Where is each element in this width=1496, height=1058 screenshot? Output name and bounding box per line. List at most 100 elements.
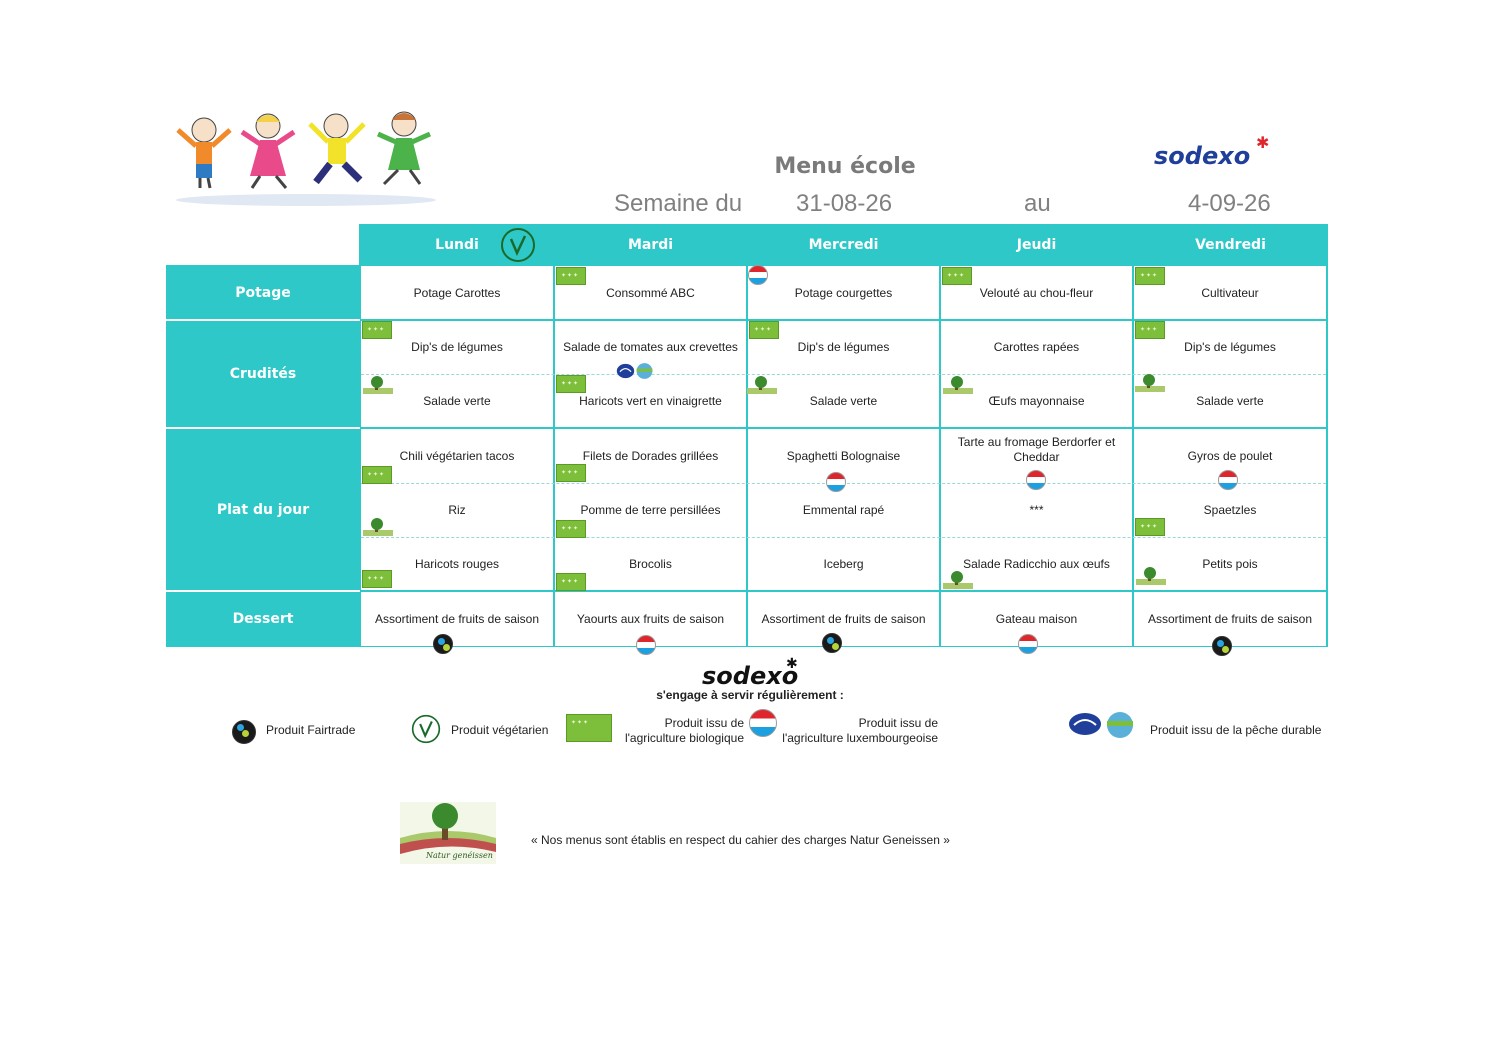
children-illustration <box>176 111 436 206</box>
menu-cell-crudites1-lundi: Dip's de légumes <box>361 321 553 374</box>
section-label: Dessert <box>232 611 294 627</box>
bio-icon <box>556 375 586 393</box>
luxembourg-icon <box>748 265 768 285</box>
bio-icon <box>362 570 392 588</box>
menu-cell-potage-lundi: Potage Carottes <box>361 267 553 319</box>
menu-cell-potage-mardi: Consommé ABC <box>555 267 746 319</box>
menu-cell-crudites2-mercredi: Salade verte <box>748 375 939 427</box>
week-start-date: 31-08-26 <box>796 190 893 217</box>
grid-line <box>361 264 1327 266</box>
fairtrade-icon <box>433 634 453 654</box>
menu-cell-crudites2-jeudi: Œufs mayonnaise <box>941 375 1132 427</box>
menu-cell-potage-mercredi: Potage courgettes <box>748 267 939 319</box>
fairtrade-icon <box>822 633 842 653</box>
bio-icon <box>362 466 392 484</box>
day-label: Mardi <box>627 236 674 253</box>
week-end-date: 4-09-26 <box>1188 190 1271 217</box>
svg-text:✱: ✱ <box>786 655 798 671</box>
luxembourg-icon <box>1218 470 1238 490</box>
menu-cell-crudites2-vendredi: Salade verte <box>1134 375 1326 427</box>
legend-luxembourg: Produit issu de l'agriculture luxembourg… <box>778 716 938 746</box>
menu-cell-crudites1-mardi: Salade de tomates aux crevettes <box>555 321 746 374</box>
sustainable-fishing-icon <box>1069 712 1133 738</box>
luxembourg-icon <box>1026 470 1046 490</box>
day-header-vendredi: Vendredi <box>1134 224 1327 265</box>
natur-geneissen-icon <box>363 518 393 536</box>
grid-line <box>553 224 555 647</box>
bio-icon <box>556 573 586 591</box>
menu-cell-dessert-vendredi: Assortiment de fruits de saison <box>1134 593 1326 646</box>
bio-icon <box>749 321 779 339</box>
svg-text:sodexo: sodexo <box>1154 142 1250 170</box>
grid-line <box>166 590 1327 592</box>
section-label: Potage <box>235 284 291 301</box>
legend-fairtrade: Produit Fairtrade <box>266 723 356 737</box>
section-divider <box>166 319 360 321</box>
menu-cell-plat2-mardi: Pomme de terre persillées <box>555 484 746 537</box>
sodexo-logo: sodexo ✱ <box>702 655 798 690</box>
page-title: Menu école <box>774 154 916 179</box>
natur-geneissen-icon <box>1135 374 1165 392</box>
fairtrade-icon <box>232 720 256 744</box>
bio-icon <box>556 464 586 482</box>
section-crudites: Crudités <box>166 321 360 427</box>
menu-cell-crudites1-jeudi: Carottes rapées <box>941 321 1132 374</box>
bio-icon <box>556 520 586 538</box>
luxembourg-icon <box>1018 634 1038 654</box>
menu-cell-plat2-lundi: Riz <box>361 484 553 537</box>
vegetarian-icon <box>411 714 441 744</box>
legend-sustainable-fishing: Produit issu de la pêche durable <box>1150 723 1322 737</box>
legend-bio: Produit issu de l'agriculture biologique <box>614 716 744 746</box>
svg-text:✱: ✱ <box>1256 135 1269 152</box>
menu-cell-crudites1-vendredi: Dip's de légumes <box>1134 321 1326 374</box>
grid-line <box>166 319 1327 321</box>
sustainable-fishing-icon <box>616 363 653 379</box>
menu-cell-plat3-mardi: Brocolis <box>555 538 746 590</box>
menu-cell-plat1-mercredi: Spaghetti Bolognaise <box>748 430 939 483</box>
menu-cell-plat2-mercredi: Emmental rapé <box>748 484 939 537</box>
natur-geneissen-icon <box>943 571 973 589</box>
legend-vegetarian: Produit végétarien <box>451 723 549 737</box>
grid-line <box>1132 224 1134 647</box>
day-header-mardi: Mardi <box>555 224 746 265</box>
svg-text:sodexo: sodexo <box>702 662 798 690</box>
grid-line <box>359 224 361 647</box>
menu-cell-plat1-vendredi: Gyros de poulet <box>1134 430 1326 483</box>
menu-cell-plat1-jeudi: Tarte au fromage Berdorfer et Cheddar <box>941 430 1132 470</box>
bio-icon <box>1135 267 1165 285</box>
day-header-jeudi: Jeudi <box>941 224 1132 265</box>
menu-cell-plat2-jeudi: *** <box>941 484 1132 537</box>
menu-cell-plat3-mercredi: Iceberg <box>748 538 939 590</box>
day-label: Lundi <box>435 236 479 253</box>
menu-cell-plat1-mardi: Filets de Dorades grillées <box>555 430 746 483</box>
menu-cell-dessert-mercredi: Assortiment de fruits de saison <box>748 593 939 646</box>
bio-icon <box>1135 321 1165 339</box>
natur-geneissen-logo: Natur genéissen <box>400 802 496 864</box>
svg-text:Natur genéissen: Natur genéissen <box>425 851 493 860</box>
menu-cell-plat2-vendredi: Spaetzles <box>1134 484 1326 537</box>
bio-icon <box>556 267 586 285</box>
natur-geneissen-icon <box>747 376 777 394</box>
sodexo-logo: sodexo ✱ <box>1154 135 1269 170</box>
grid-line <box>939 224 941 647</box>
legend-bio-line1: Produit issu de <box>664 716 744 730</box>
fairtrade-icon <box>1212 636 1232 656</box>
natur-geneissen-icon <box>363 376 393 394</box>
section-divider <box>166 590 360 592</box>
bio-icon <box>942 267 972 285</box>
section-label: Plat du jour <box>216 501 310 518</box>
section-potage: Potage <box>166 266 360 319</box>
menu-cell-plat1-lundi: Chili végétarien tacos <box>361 430 553 483</box>
section-plat-du-jour: Plat du jour <box>166 429 360 590</box>
vegetarian-icon <box>501 228 535 262</box>
grid-line <box>746 224 748 647</box>
menu-cell-plat3-vendredi: Petits pois <box>1134 538 1326 590</box>
engagement-text: s'engage à servir régulièrement : <box>656 688 844 702</box>
section-dessert: Dessert <box>166 592 360 646</box>
day-label: Mercredi <box>808 236 879 253</box>
week-to-label: au <box>1024 190 1051 217</box>
natur-geneissen-statement: « Nos menus sont établis en respect du c… <box>531 833 950 847</box>
grid-line <box>166 427 1327 429</box>
menu-cell-plat3-lundi: Haricots rouges <box>361 538 553 590</box>
day-label: Vendredi <box>1195 236 1266 253</box>
